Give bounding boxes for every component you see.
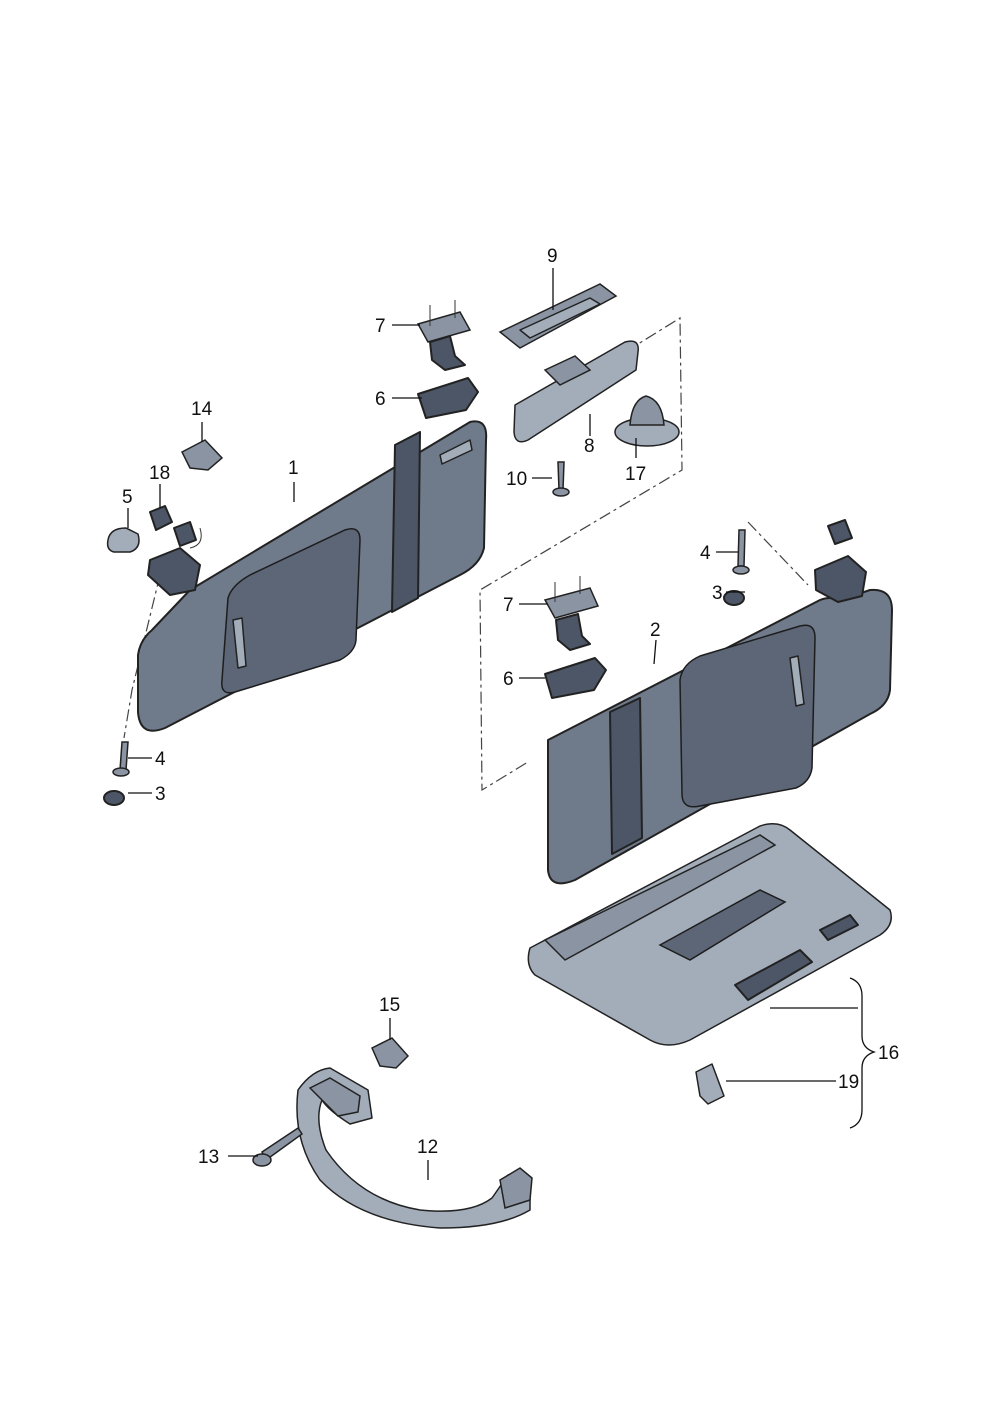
cap-3-left [103,790,125,806]
screw-13 [252,1126,304,1167]
callout-labels: 1 2 3 3 4 4 5 6 6 7 7 8 9 10 12 13 14 15… [122,246,899,1168]
callout-14: 14 [191,399,213,420]
callout-2: 2 [650,620,661,641]
knob-17 [614,395,680,447]
callout-5: 5 [122,487,133,508]
callout-3-right: 3 [712,583,723,604]
callout-13: 13 [198,1147,219,1168]
cover-6-top [417,377,479,419]
connector-18 [149,505,197,547]
callout-15: 15 [379,995,400,1016]
sun-visor-right [547,519,893,885]
callout-9: 9 [547,246,558,267]
callout-6-top: 6 [375,389,386,410]
cover-cap-5 [106,527,140,553]
holder-7-top [416,300,472,371]
clip-15 [371,1037,410,1069]
callout-7-lower: 7 [503,595,514,616]
mirror-8 [513,340,639,443]
cover-6-lower [544,657,607,699]
callout-17: 17 [625,464,646,485]
callout-4-left: 4 [155,749,166,770]
callout-10: 10 [506,469,527,490]
grab-handle-12 [296,1067,533,1229]
callout-8: 8 [584,436,595,457]
roof-console-16 [527,823,892,1046]
callout-1: 1 [288,458,299,479]
callout-6-lower: 6 [503,669,514,690]
callout-7-top: 7 [375,316,386,337]
group-outline-left-screw [123,521,809,739]
callout-19: 19 [838,1072,859,1093]
screw-4-right [732,529,750,575]
group-outline-upper [479,316,683,792]
screw-10 [552,461,570,497]
callout-18: 18 [149,463,170,484]
callout-4-right: 4 [700,543,711,564]
clip-14 [180,439,224,471]
cap-3-right [723,590,745,606]
callout-12: 12 [417,1137,438,1158]
screw-4-left [112,741,130,777]
holder-7-lower [543,576,600,651]
callout-3-left: 3 [155,784,166,805]
sun-visor-left [137,420,488,732]
leader-lines [127,268,877,1180]
clip-19 [695,1063,725,1105]
callout-16: 16 [878,1043,899,1064]
plate-9 [498,283,618,349]
